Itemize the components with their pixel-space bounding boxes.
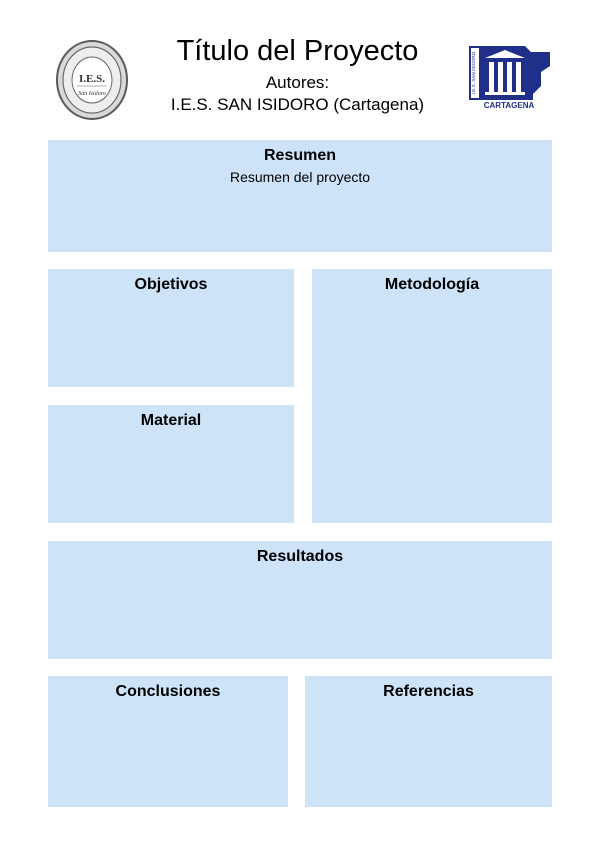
section-title-resumen: Resumen [263, 147, 337, 164]
school-name: I.E.S. SAN ISIDORO (Cartagena) [170, 95, 425, 114]
svg-text:San Isidoro: San Isidoro [78, 91, 106, 97]
section-title-metodologia: Metodología [384, 276, 480, 293]
section-objetivos: Objetivos [48, 269, 294, 387]
poster-title: Título del Proyecto [176, 35, 419, 67]
section-title-conclusiones: Conclusiones [115, 683, 221, 700]
section-title-objetivos: Objetivos [134, 276, 208, 293]
svg-text:CARTAGENA: CARTAGENA [484, 101, 535, 110]
section-title-referencias: Referencias [383, 683, 474, 700]
section-referencias: Referencias [305, 676, 552, 807]
svg-text:I.E.S.: I.E.S. [79, 73, 105, 85]
section-conclusiones: Conclusiones [48, 676, 288, 807]
authors-label: Autores: [265, 73, 330, 92]
building-columns-logo-icon: I.E.S. SAN ISIDORO CARTAGENA [467, 44, 552, 110]
section-title-material: Material [140, 412, 202, 429]
section-resultados: Resultados [48, 541, 552, 659]
section-title-resultados: Resultados [256, 548, 344, 565]
section-metodologia: Metodología [312, 269, 552, 523]
school-seal-icon: I.E.S. San Isidoro [55, 39, 129, 121]
section-body-resumen: Resumen del proyecto [229, 169, 371, 185]
section-resumen: Resumen Resumen del proyecto [48, 140, 552, 252]
svg-text:I.E.S. SAN ISIDORO: I.E.S. SAN ISIDORO [471, 51, 476, 94]
section-material: Material [48, 405, 294, 523]
